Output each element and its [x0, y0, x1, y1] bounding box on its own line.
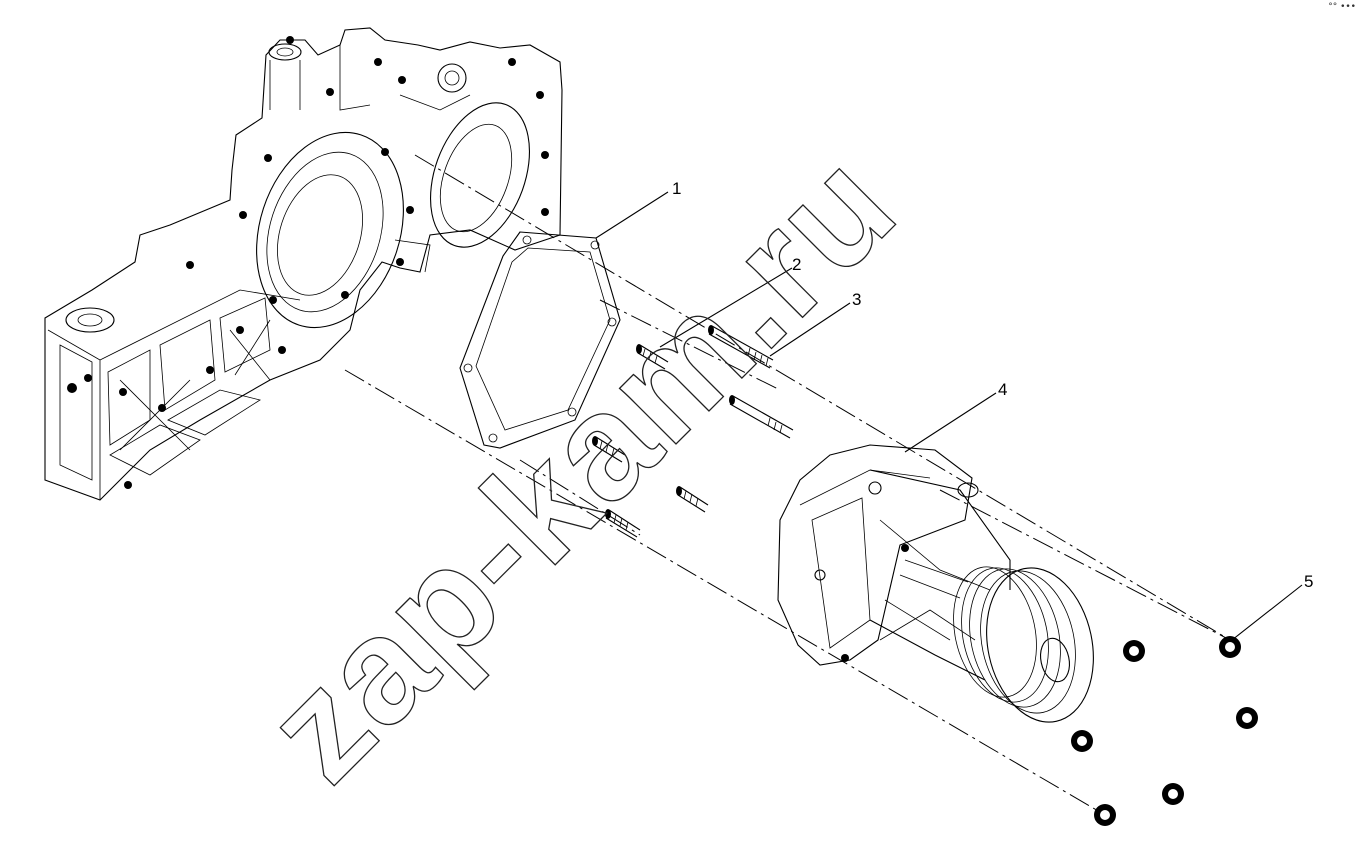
engine-housing — [44, 27, 563, 501]
nut — [1071, 730, 1093, 752]
gasket-part-1 — [459, 231, 621, 449]
stud — [708, 325, 774, 369]
watermark-text: zap-kam.ru — [234, 120, 927, 813]
stud — [605, 509, 641, 538]
alignment-lines — [344, 154, 1231, 816]
nuts-part-5 — [1071, 636, 1258, 826]
stud — [592, 436, 626, 463]
corner-mark: °° ••• — [1328, 2, 1356, 12]
callout-5: 5 — [1304, 572, 1313, 591]
stud — [676, 486, 709, 513]
nut — [1236, 707, 1258, 729]
stud — [729, 395, 794, 439]
stud — [636, 344, 669, 370]
callout-3: 3 — [852, 290, 861, 309]
callout-2: 2 — [792, 255, 801, 274]
callout-4: 4 — [998, 380, 1007, 399]
nut — [1162, 783, 1184, 805]
nut — [1094, 804, 1116, 826]
callout-1: 1 — [672, 179, 681, 198]
nut — [1123, 640, 1145, 662]
callout-leaders — [595, 191, 1303, 641]
studs-parts-2-3 — [592, 325, 794, 538]
nut — [1219, 636, 1241, 658]
pump-assembly-part-4 — [777, 444, 1094, 723]
